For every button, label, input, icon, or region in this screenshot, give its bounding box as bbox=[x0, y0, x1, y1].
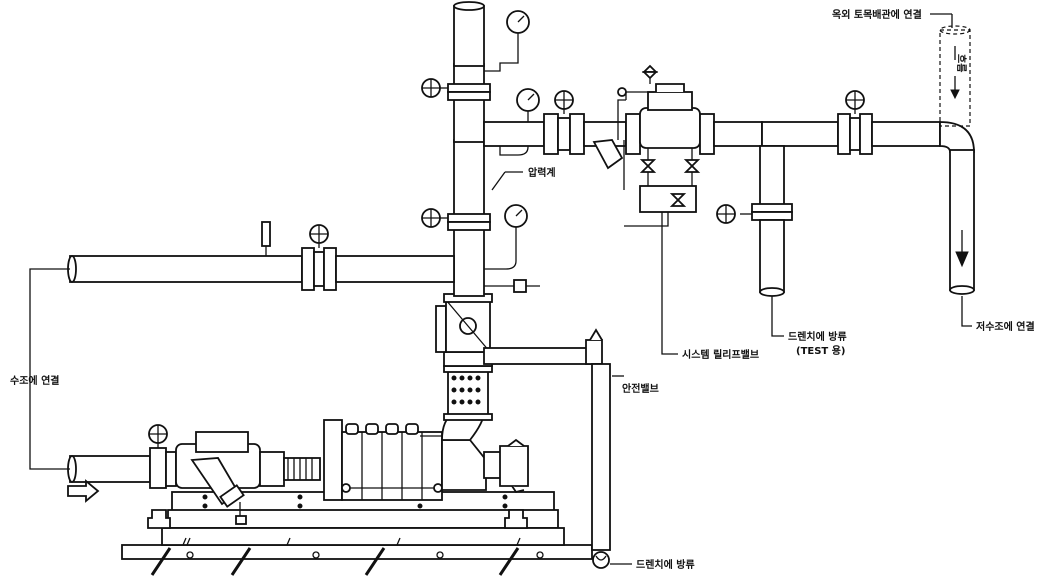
pressure-gauge-top bbox=[484, 10, 530, 72]
riser-flanges bbox=[447, 83, 491, 231]
header-valve-handwheel-1 bbox=[554, 90, 574, 114]
safety-valve-branch bbox=[483, 328, 611, 569]
discharge-riser bbox=[435, 1, 493, 441]
riser-valve-handwheel-top bbox=[421, 78, 448, 98]
flexible-joint-suction bbox=[283, 457, 321, 481]
leader-lines bbox=[29, 13, 972, 565]
down-arrow-icon bbox=[955, 230, 969, 268]
pressure-gauge-mid bbox=[499, 88, 540, 156]
inflow-arrow-icon bbox=[67, 479, 100, 503]
riser-valve-handwheel-lower bbox=[421, 208, 448, 228]
label-test-use: (TEST 용) bbox=[796, 345, 846, 357]
label-drain-bottom: 드렌치에 방류 bbox=[636, 558, 695, 571]
pump-skid-base bbox=[121, 491, 593, 576]
label-drain-test: 드렌치에 방류 bbox=[788, 330, 847, 343]
label-system-relief-valve: 시스템 릴리프밸브 bbox=[682, 348, 759, 361]
pressure-gauge-lower bbox=[484, 204, 528, 270]
label-tank-connection: 수조에 연결 bbox=[10, 374, 59, 387]
pump-unit bbox=[323, 419, 529, 501]
header-valve-handwheel-2 bbox=[845, 90, 865, 114]
test-drain-drop bbox=[716, 145, 793, 297]
label-outdoor-connection: 옥외 토목배관에 연결 bbox=[832, 8, 922, 21]
tank-branch-pipe bbox=[67, 221, 455, 291]
vent-valve-riser bbox=[484, 279, 540, 293]
label-pressure-gauge: 압력계 bbox=[528, 166, 556, 179]
label-safety-valve: 안전밸브 bbox=[622, 382, 659, 395]
label-outdoor-flow: 흐름 bbox=[955, 54, 968, 72]
strainer-y-left bbox=[175, 431, 285, 525]
outdoor-connection-dashed bbox=[939, 25, 971, 127]
suction-pipe bbox=[67, 424, 177, 489]
top-header-pipe bbox=[483, 83, 975, 295]
relief-valve-pilot bbox=[617, 64, 701, 227]
label-reservoir-connection: 저수조에 연결 bbox=[976, 320, 1035, 333]
